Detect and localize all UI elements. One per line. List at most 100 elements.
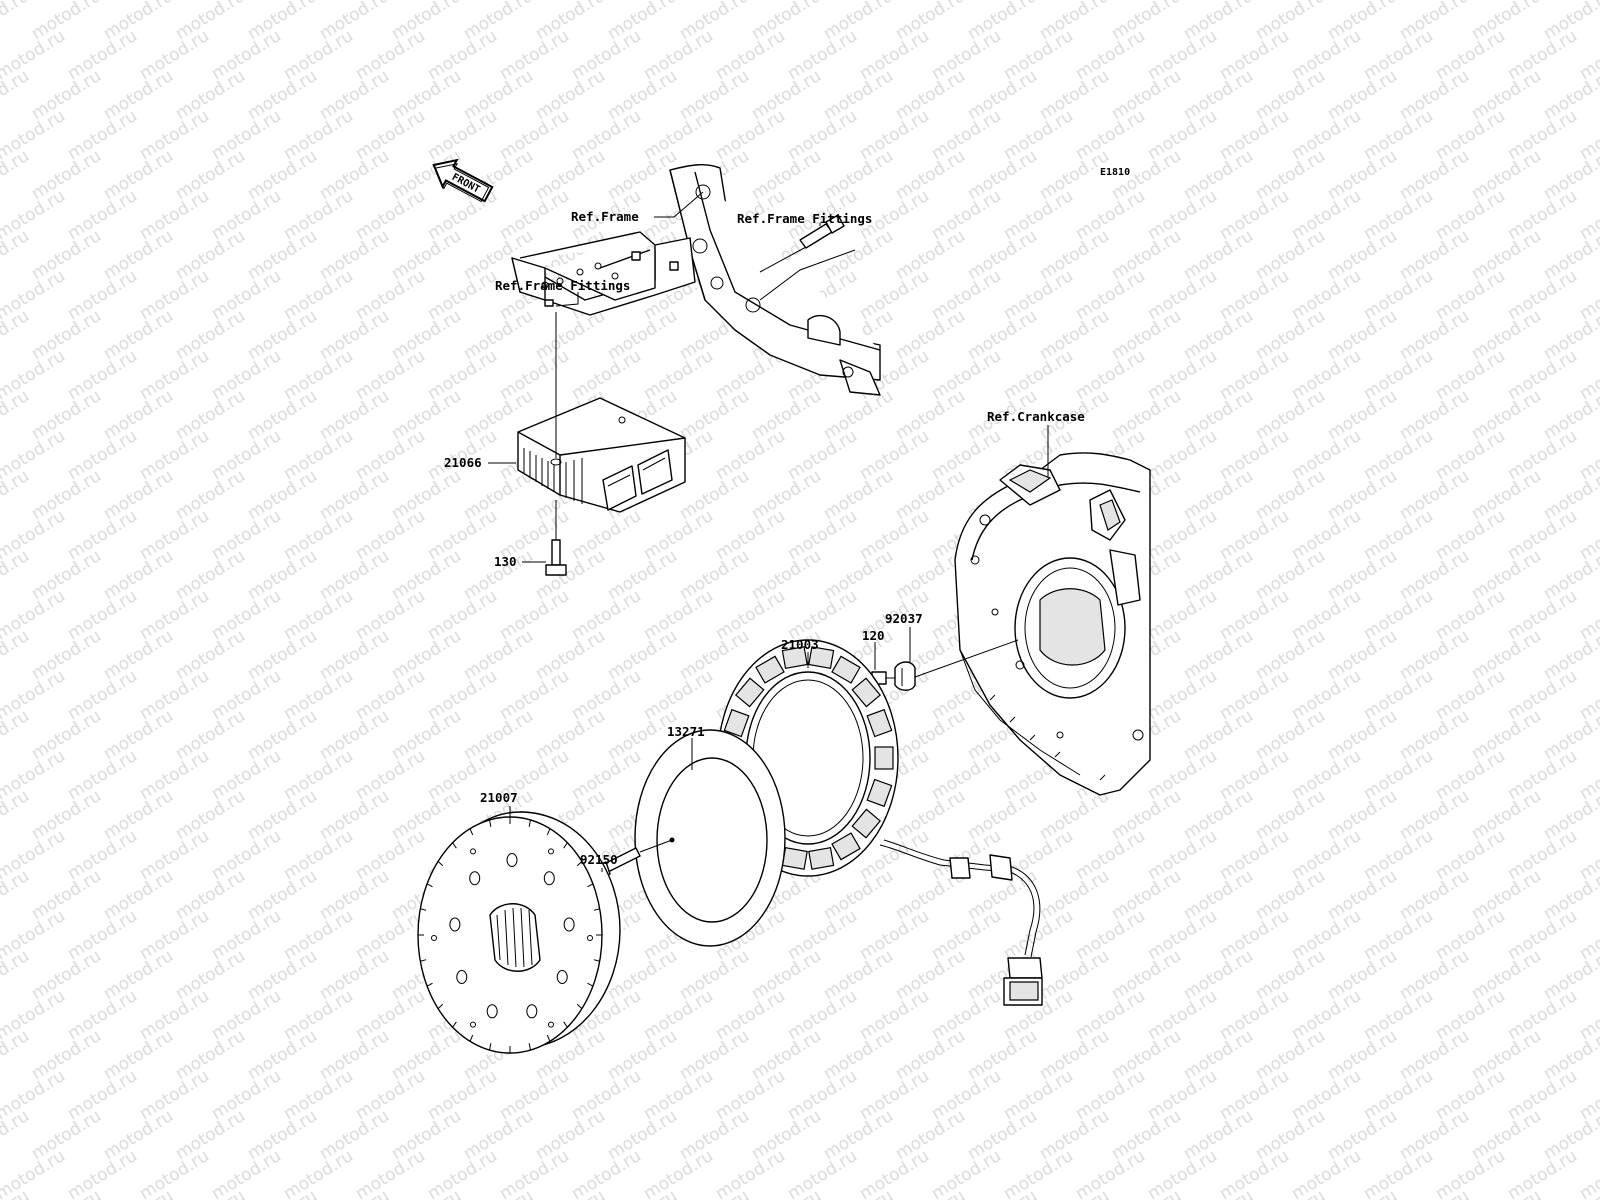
watermark-text: motod.ru (928, 986, 1005, 1044)
watermark-text: motod.ru (1504, 1066, 1581, 1124)
watermark-text: motod.ru (1360, 746, 1437, 804)
watermark-text: motod.ru (1324, 66, 1401, 124)
watermark-text: motod.ru (1432, 506, 1509, 564)
watermark-text: motod.ru (640, 1066, 717, 1124)
watermark-text: motod.ru (1504, 186, 1581, 244)
watermark-text: motod.ru (136, 826, 213, 884)
part-number-21066: 21066 (444, 455, 482, 470)
watermark-text: motod.ru (1216, 106, 1293, 164)
watermark-text: motod.ru (820, 546, 897, 604)
watermark-text: motod.ru (316, 66, 393, 124)
watermark-text: motod.ru (1468, 786, 1545, 844)
watermark-text: motod.ru (748, 1026, 825, 1084)
watermark-text: motod.ru (1216, 506, 1293, 564)
watermark-text: motod.ru (1360, 986, 1437, 1044)
watermark-text: motod.ru (928, 106, 1005, 164)
watermark-text: motod.ru (1072, 26, 1149, 84)
watermark-text: motod.ru (1396, 706, 1473, 764)
watermark-text: motod.ru (532, 626, 609, 684)
watermark-text: motod.ru (1324, 946, 1401, 1004)
watermark-text: motod.ru (1000, 1066, 1077, 1124)
watermark-text: motod.ru (1108, 786, 1185, 844)
watermark-text: motod.ru (1072, 186, 1149, 244)
watermark-text: motod.ru (100, 786, 177, 844)
watermark-text: motod.ru (748, 66, 825, 124)
watermark-text: motod.ru (1324, 466, 1401, 524)
watermark-text: motod.ru (208, 906, 285, 964)
watermark-text: motod.ru (1396, 306, 1473, 364)
watermark-text: motod.ru (1432, 266, 1509, 324)
watermark-text: motod.ru (568, 746, 645, 804)
watermark-text: motod.ru (496, 586, 573, 644)
watermark-text: motod.ru (1324, 866, 1401, 924)
watermark-text: motod.ru (0, 0, 33, 44)
clamp-drawing (894, 661, 916, 691)
watermark-text: motod.ru (100, 546, 177, 604)
rotor-rim-tick (563, 1021, 568, 1028)
watermark-text: motod.ru (1288, 666, 1365, 724)
watermark-text: motod.ru (280, 266, 357, 324)
rotor-drawing (417, 811, 621, 1054)
stator-tooth (851, 808, 882, 839)
watermark-text: motod.ru (100, 866, 177, 924)
watermark-text: motod.ru (28, 546, 105, 604)
watermark-text: motod.ru (892, 466, 969, 524)
watermark-text: motod.ru (676, 386, 753, 444)
watermark-text: motod.ru (208, 986, 285, 1044)
watermark-text: motod.ru (928, 746, 1005, 804)
rotor-hole (456, 970, 468, 984)
watermark-text: motod.ru (856, 1066, 933, 1124)
rotor-small-hole (470, 848, 476, 855)
watermark-text: motod.ru (1432, 1146, 1509, 1200)
watermark-text: motod.ru (1108, 226, 1185, 284)
ref-crankcase-label: Ref.Crankcase (987, 409, 1085, 424)
watermark-text: motod.ru (136, 666, 213, 724)
stator-tooth (851, 677, 882, 708)
watermark-text: motod.ru (280, 26, 357, 84)
watermark-text: motod.ru (64, 426, 141, 484)
rotor-rim-tick (437, 861, 444, 867)
watermark-text: motod.ru (856, 26, 933, 84)
watermark-text: motod.ru (568, 666, 645, 724)
watermark-text: motod.ru (1288, 26, 1365, 84)
watermark-text: motod.ru (1360, 1146, 1437, 1200)
watermark-text: motod.ru (1252, 66, 1329, 124)
watermark-text: motod.ru (640, 26, 717, 84)
watermark-text: motod.ru (1144, 426, 1221, 484)
watermark-text: motod.ru (820, 146, 897, 204)
watermark-text: motod.ru (712, 1066, 789, 1124)
watermark-text: motod.ru (1324, 1026, 1401, 1084)
watermark-text: motod.ru (280, 186, 357, 244)
watermark-text: motod.ru (1252, 146, 1329, 204)
watermark-text: motod.ru (1576, 0, 1600, 4)
watermark-text: motod.ru (316, 1026, 393, 1084)
watermark-text: motod.ru (568, 586, 645, 644)
watermark-text: motod.ru (568, 1066, 645, 1124)
watermark-text: motod.ru (1468, 386, 1545, 444)
watermark-text: motod.ru (1072, 906, 1149, 964)
watermark-text: motod.ru (1432, 986, 1509, 1044)
watermark-text: motod.ru (136, 186, 213, 244)
watermark-text: motod.ru (1396, 66, 1473, 124)
watermark-text: motod.ru (1504, 266, 1581, 324)
watermark-text: motod.ru (1288, 1146, 1365, 1200)
watermark-text: motod.ru (604, 66, 681, 124)
watermark-text: motod.ru (1180, 706, 1257, 764)
watermark-text: motod.ru (280, 666, 357, 724)
watermark-text: motod.ru (172, 946, 249, 1004)
watermark-text: motod.ru (1468, 1106, 1545, 1164)
stator-wiring (879, 839, 1043, 1006)
rotor-rim-tick (563, 842, 568, 849)
watermark-text: motod.ru (136, 906, 213, 964)
rotor-rim-tick (528, 1043, 531, 1051)
rotor-hole (449, 917, 461, 932)
watermark-text: motod.ru (892, 146, 969, 204)
watermark-text: motod.ru (136, 346, 213, 404)
watermark-text: motod.ru (640, 586, 717, 644)
watermark-text: motod.ru (604, 1106, 681, 1164)
watermark-text: motod.ru (1000, 1146, 1077, 1200)
watermark-text: motod.ru (172, 626, 249, 684)
watermark-text: motod.ru (1252, 946, 1329, 1004)
watermark-text: motod.ru (856, 906, 933, 964)
